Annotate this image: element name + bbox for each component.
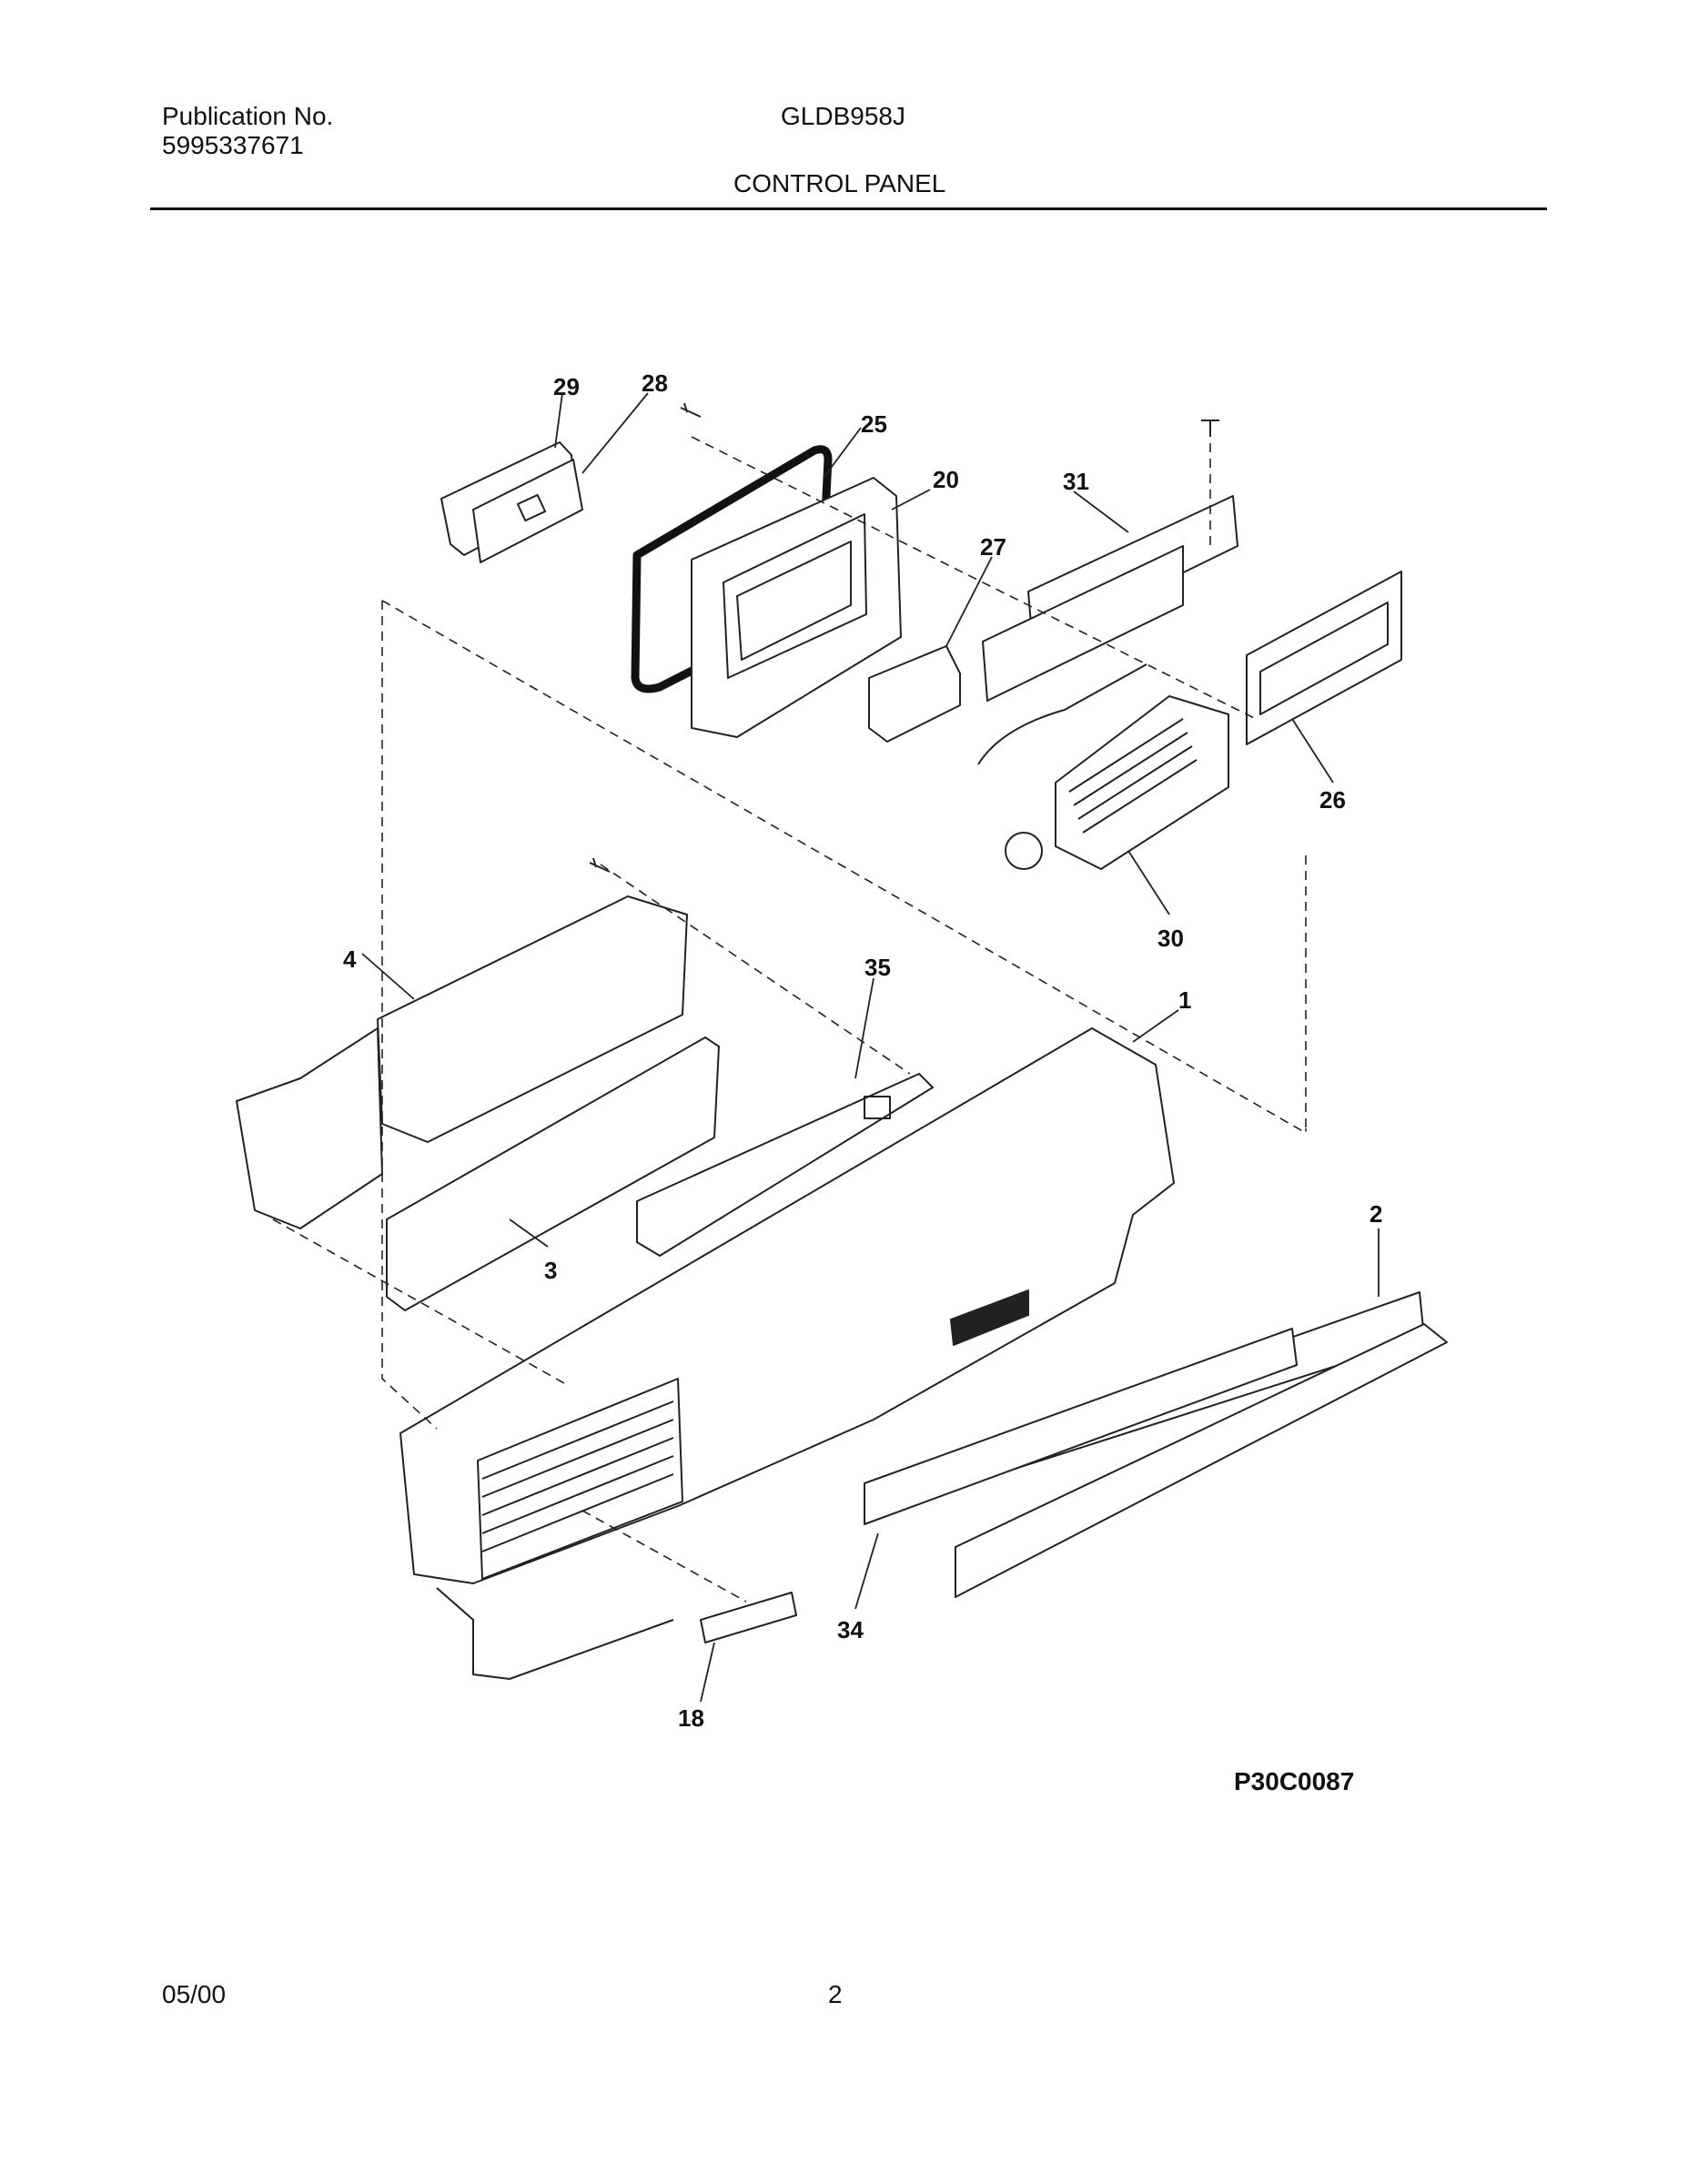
- part-1-console: [399, 1027, 1175, 1680]
- callout-18: 18: [678, 1704, 704, 1732]
- callout-4: 4: [343, 945, 357, 973]
- footer-date: 05/00: [162, 1980, 227, 2008]
- callout-34: 34: [837, 1616, 864, 1643]
- publication-number: 5995337671: [162, 131, 304, 159]
- section-title: CONTROL PANEL: [733, 169, 946, 197]
- callout-29: 29: [553, 373, 580, 400]
- part-29-28-bracket: [440, 441, 583, 563]
- callout-28: 28: [642, 369, 668, 397]
- part-18-badge: [700, 1592, 797, 1643]
- header-rule: [150, 207, 1547, 210]
- part-34-overlay: [864, 1328, 1298, 1525]
- callout-35: 35: [864, 954, 891, 981]
- part-3-cover: [386, 1036, 720, 1311]
- part-26-label: [1246, 571, 1402, 745]
- callout-30: 30: [1157, 925, 1184, 952]
- screw-icon: [1201, 420, 1219, 437]
- part-27-connector: [868, 645, 961, 743]
- callout-25: 25: [861, 410, 887, 438]
- part-20-frame: [691, 477, 902, 738]
- callout-20: 20: [933, 466, 959, 493]
- publication-label: Publication No.: [162, 102, 334, 130]
- part-31-cover: [982, 495, 1238, 702]
- model-number: GLDB958J: [781, 102, 905, 130]
- part-30-blower: [977, 663, 1229, 870]
- callout-31: 31: [1063, 468, 1089, 495]
- diagram-code: P30C0087: [1234, 1767, 1355, 1795]
- screw-icon: [680, 402, 702, 418]
- page-number: 2: [828, 1980, 843, 2008]
- callout-2: 2: [1370, 1200, 1382, 1228]
- callout-26: 26: [1319, 786, 1346, 814]
- screw-icon: [589, 857, 611, 873]
- part-35-board: [636, 1073, 934, 1257]
- callout-27: 27: [980, 533, 1006, 561]
- callout-1: 1: [1178, 986, 1191, 1014]
- callout-3: 3: [544, 1257, 557, 1284]
- lower-trim: [955, 1323, 1448, 1598]
